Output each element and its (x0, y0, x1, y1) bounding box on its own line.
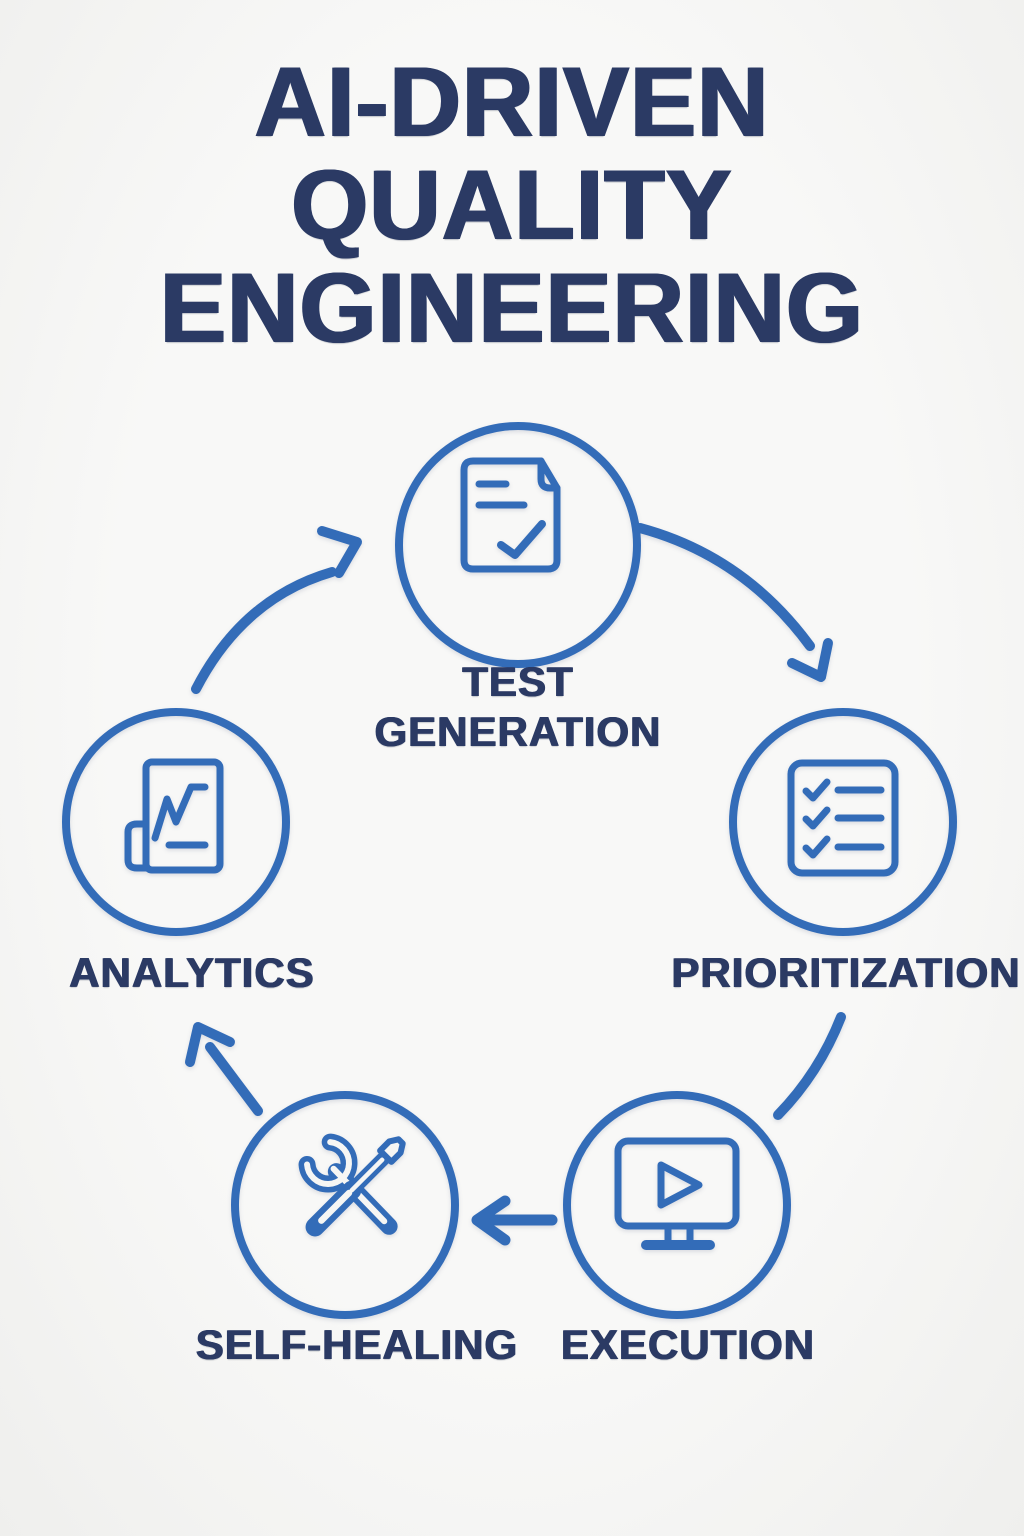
document-check-icon (460, 457, 561, 573)
monitor-play-icon (614, 1137, 740, 1250)
step-circles (62, 422, 957, 1319)
title-line-1: AI-DRIVEN (254, 46, 770, 157)
step-label-self-healing: SELF-HEALING (195, 1321, 519, 1368)
step-circle-test-generation (395, 422, 641, 668)
step-label-execution: EXECUTION (560, 1321, 816, 1368)
step-label-test-generation-line2: GENERATION (374, 708, 662, 755)
step-circle-self-healing (231, 1091, 459, 1319)
step-circle-analytics (62, 708, 290, 936)
step-label-analytics: ANALYTICS (69, 949, 315, 996)
tools-icon (298, 1133, 406, 1237)
step-label-test-generation-line1: TEST (462, 658, 574, 705)
step-label-prioritization: PRIORITIZATION (671, 949, 1021, 996)
report-chart-icon (124, 758, 224, 874)
flow-arrows (185, 523, 846, 1246)
arrow-prioritization-to-execution (773, 1012, 846, 1120)
screwdriver (305, 1136, 406, 1237)
arrow-self-healing-to-analytics (185, 1022, 263, 1116)
step-circle-prioritization (729, 708, 957, 936)
arrow-analytics-to-test-generation (191, 526, 362, 694)
arrow-test-generation-to-prioritization (635, 523, 833, 682)
title-line-2: QUALITY (291, 149, 733, 260)
step-circle-execution (563, 1091, 791, 1319)
step-label-test-generation: TEST GENERATION (375, 657, 662, 757)
checklist-icon (787, 759, 899, 877)
title-line-3: ENGINEERING (159, 252, 865, 363)
arrow-execution-to-self-healing (471, 1195, 558, 1246)
page-title: AI-DRIVEN QUALITY ENGINEERING (0, 50, 1024, 359)
